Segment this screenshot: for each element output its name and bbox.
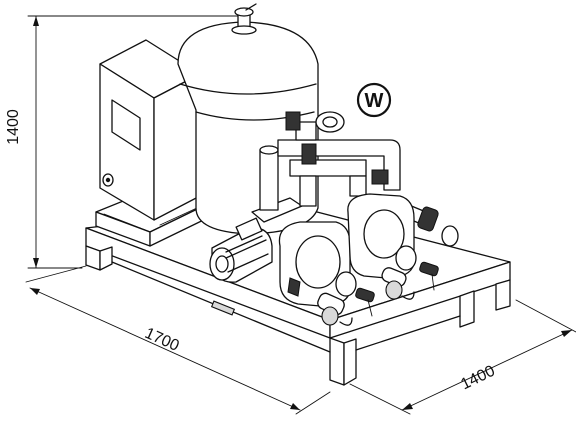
pump-right-inlet-flange — [385, 280, 403, 300]
frame-leg-left — [85, 245, 101, 271]
length-dimension-label: 1700 — [142, 325, 182, 355]
pipe-mid-manifold — [289, 159, 367, 177]
motor-cooling-fins — [225, 235, 269, 273]
width-dimension-line — [401, 329, 573, 411]
frame-leg-right — [459, 290, 475, 328]
frame-slot — [210, 300, 236, 316]
w-marker-letter: W — [365, 90, 384, 112]
cabinet-stand-rail — [103, 213, 149, 232]
flow-valve-inner — [322, 116, 338, 128]
cabinet-switch-knob — [105, 177, 111, 183]
pipe-union-dark-1 — [301, 143, 317, 165]
width-arrow-right — [561, 330, 572, 337]
pump-right-hose-clip — [419, 261, 439, 277]
pipe-union-dark-2 — [285, 111, 301, 131]
filter-tank-seam — [179, 83, 317, 95]
width-extension-left — [349, 383, 411, 415]
frame-leg-left-side — [99, 246, 113, 271]
frame-leg-front-side — [343, 338, 357, 386]
height-arrow-bottom — [33, 258, 39, 268]
tank-top-lever — [245, 3, 257, 11]
pipe-drop-1 — [299, 175, 317, 207]
pump-left-volute — [295, 235, 341, 289]
length-extension-left — [25, 265, 87, 283]
height-dimension: 1400 — [5, 15, 241, 269]
tank-top-cap — [234, 7, 254, 17]
pump-right-valve-stem — [431, 273, 435, 291]
filter-tank-body — [177, 21, 319, 235]
pump-right-volute — [363, 209, 405, 259]
pump-right-suction — [395, 245, 417, 271]
length-arrow-right — [290, 403, 300, 410]
pump-motor — [209, 217, 273, 283]
pump-right — [347, 193, 439, 300]
pump-left-suction — [335, 271, 357, 297]
pump-left-clamp — [339, 317, 353, 326]
cabinet-window — [111, 99, 141, 151]
filter-tank-band — [195, 111, 315, 121]
width-arrow-left — [402, 403, 413, 410]
control-cabinet — [95, 39, 221, 247]
filter-tank — [177, 3, 319, 235]
pump-left — [278, 221, 375, 326]
pump-left-inlet-flange — [321, 306, 339, 326]
frame-leg-front — [329, 337, 345, 386]
pipe-vertical-left — [259, 149, 279, 211]
pipe-vertical-left-top — [259, 145, 279, 155]
height-arrow-top — [33, 16, 39, 26]
pump-left-drain — [287, 277, 301, 297]
w-marker-circle — [356, 82, 392, 118]
motor-endcap-inner — [215, 255, 229, 273]
w-marker: W — [356, 82, 392, 118]
length-arrow-left — [30, 288, 40, 295]
pipe-right-union — [417, 206, 439, 232]
motor-terminal-box — [235, 217, 263, 241]
pump-left-valve-stem — [367, 299, 373, 317]
pump-right-clamp — [401, 291, 415, 300]
pump-left-hose-clip — [355, 287, 375, 303]
width-dimension-label: 1400 — [458, 362, 498, 393]
pipe-drop-2 — [349, 175, 367, 197]
tank-top-flange — [231, 25, 257, 35]
frame-leg-back — [495, 279, 511, 311]
width-extension-right — [515, 299, 576, 333]
pipe-union-dark-3 — [371, 169, 389, 185]
height-dimension-label: 1400 — [5, 109, 22, 145]
length-dimension-line — [29, 287, 301, 411]
pipe-union-top — [295, 121, 317, 141]
pipe-right-outlet — [441, 225, 459, 247]
length-extension-right — [295, 391, 331, 415]
